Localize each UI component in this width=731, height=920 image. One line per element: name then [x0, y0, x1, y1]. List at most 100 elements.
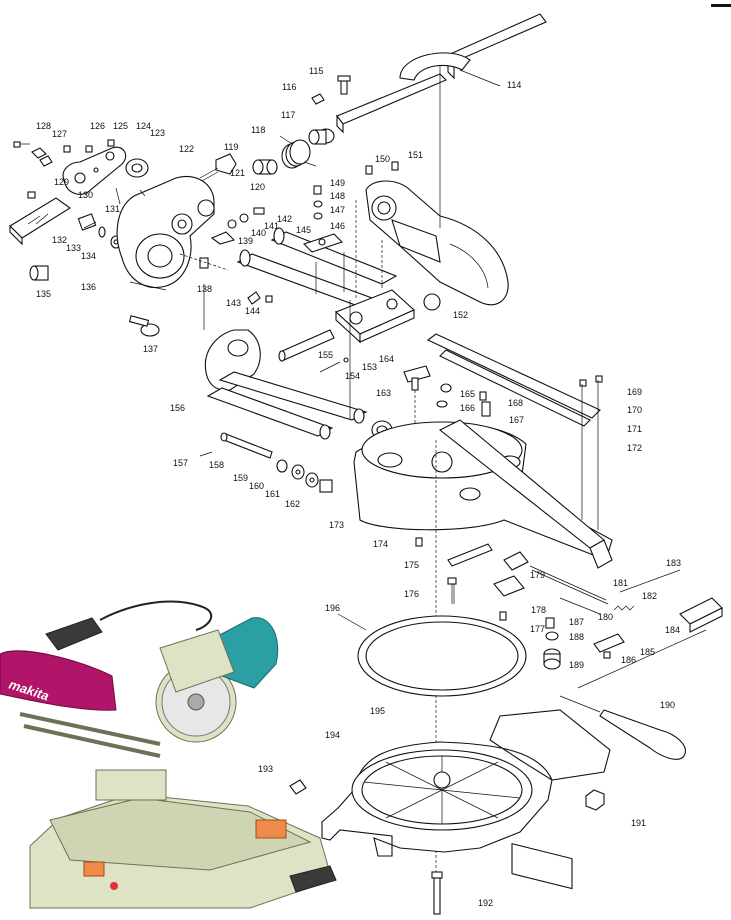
part-label-191: 191 — [631, 818, 646, 828]
part-label-135: 135 — [36, 289, 51, 299]
part-label-136: 136 — [81, 282, 96, 292]
part-label-150: 150 — [375, 154, 390, 164]
part-116-wing — [311, 93, 325, 105]
part-192-bolt — [431, 871, 443, 915]
part-label-175: 175 — [404, 560, 419, 570]
part-label-166: 166 — [460, 403, 475, 413]
part-label-123: 123 — [150, 128, 165, 138]
part-132-134 — [77, 213, 122, 249]
part-153-155 — [278, 329, 349, 373]
part-157-162 — [199, 432, 333, 493]
assembly-guide-lines — [83, 66, 707, 689]
part-label-137: 137 — [143, 344, 158, 354]
part-label-144: 144 — [245, 306, 260, 316]
part-label-195: 195 — [370, 706, 385, 716]
part-118-spring — [279, 135, 317, 169]
part-label-162: 162 — [285, 499, 300, 509]
part-label-172: 172 — [627, 443, 642, 453]
part-label-161: 161 — [265, 489, 280, 499]
part-label-138: 138 — [197, 284, 212, 294]
part-label-153: 153 — [362, 362, 377, 372]
part-label-129: 129 — [54, 177, 69, 187]
part-label-170: 170 — [627, 405, 642, 415]
part-label-115: 115 — [309, 66, 323, 76]
part-label-163: 163 — [376, 388, 391, 398]
part-label-142: 142 — [277, 214, 292, 224]
part-label-118: 118 — [251, 125, 265, 135]
part-label-119: 119 — [224, 142, 238, 152]
part-label-141: 141 — [264, 221, 279, 231]
part-139-142 — [210, 207, 265, 245]
part-label-146: 146 — [330, 221, 345, 231]
part-label-168: 168 — [508, 398, 523, 408]
part-label-177: 177 — [530, 624, 545, 634]
part-label-183: 183 — [666, 558, 681, 568]
part-label-192: 192 — [478, 898, 493, 908]
part-label-117: 117 — [281, 110, 295, 120]
part-123-link-plate — [62, 146, 127, 195]
part-label-130: 130 — [78, 190, 93, 200]
part-label-194: 194 — [325, 730, 340, 740]
part-label-143: 143 — [226, 298, 241, 308]
part-drawings: makita — [0, 13, 723, 915]
blade-guard-housing — [365, 180, 509, 306]
part-115-bracket — [336, 73, 447, 134]
part-174-screw — [415, 537, 423, 547]
part-label-132: 132 — [52, 235, 67, 245]
part-195-196-ring — [337, 613, 527, 697]
part-194-base — [321, 709, 611, 890]
part-145-shafts — [179, 227, 398, 307]
part-label-159: 159 — [233, 473, 248, 483]
part-label-164: 164 — [379, 354, 394, 364]
part-label-165: 165 — [460, 389, 475, 399]
part-label-133: 133 — [66, 243, 81, 253]
part-label-160: 160 — [249, 481, 264, 491]
part-label-167: 167 — [509, 415, 524, 425]
part-label-185: 185 — [640, 647, 655, 657]
part-label-127: 127 — [52, 129, 67, 139]
part-label-149: 149 — [330, 178, 345, 188]
part-175-plate — [447, 543, 493, 567]
part-label-145: 145 — [296, 225, 311, 235]
part-190-grip — [559, 695, 686, 760]
part-label-147: 147 — [330, 205, 345, 215]
part-label-139: 139 — [238, 236, 253, 246]
part-156-rail-arm — [204, 329, 368, 440]
part-label-131: 131 — [105, 204, 120, 214]
part-147-149 — [313, 185, 323, 220]
part-label-151: 151 — [408, 150, 423, 160]
corner-mark — [711, 4, 731, 7]
part-label-124: 124 — [136, 121, 151, 131]
part-label-187: 187 — [569, 617, 584, 627]
part-label-154: 154 — [345, 371, 360, 381]
part-137-pin — [128, 315, 160, 337]
part-label-120: 120 — [250, 182, 265, 192]
part-150-screw — [365, 165, 373, 175]
part-label-157: 157 — [173, 458, 188, 468]
part-label-122: 122 — [179, 144, 194, 154]
part-label-155: 155 — [318, 350, 333, 360]
part-label-156: 156 — [170, 403, 185, 413]
part-label-186: 186 — [621, 655, 636, 665]
part-label-193: 193 — [258, 764, 273, 774]
part-185-plate — [593, 633, 625, 653]
part-177-182 — [493, 551, 635, 621]
part-number-labels: 1141151161171181191201211221231241251261… — [36, 66, 681, 908]
part-143-144 — [247, 291, 273, 305]
part-label-169: 169 — [627, 387, 642, 397]
part-114-fence — [399, 13, 547, 87]
part-193-knob — [289, 779, 307, 795]
part-label-180: 180 — [598, 612, 613, 622]
part-138-bolt — [199, 257, 209, 269]
part-label-121: 121 — [230, 168, 245, 178]
part-label-182: 182 — [642, 591, 657, 601]
part-label-196: 196 — [325, 603, 340, 613]
part-label-116: 116 — [282, 82, 296, 92]
part-label-171: 171 — [627, 424, 642, 434]
part-label-190: 190 — [660, 700, 675, 710]
part-120-knob — [199, 153, 237, 183]
part-169-172-rails — [426, 333, 603, 530]
part-label-179: 179 — [530, 570, 545, 580]
part-124-128-screws — [13, 139, 115, 167]
